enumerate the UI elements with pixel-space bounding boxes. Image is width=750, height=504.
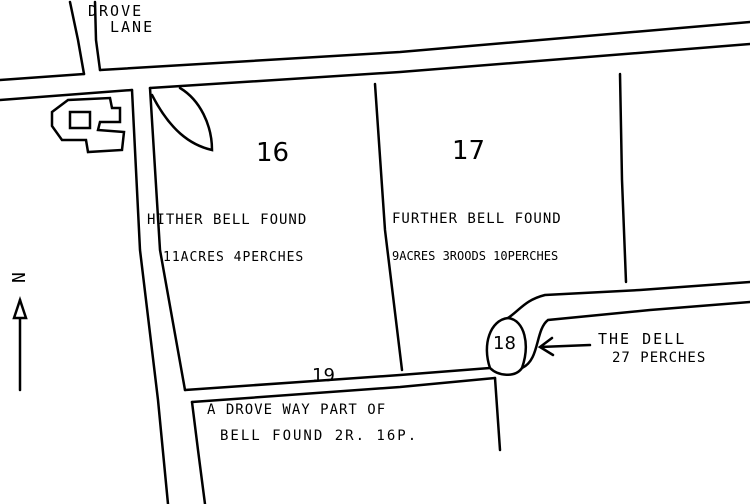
- field-18-area: 27 perches: [612, 350, 707, 366]
- drove-lane-west-edge: [68, 0, 86, 76]
- field-17-number: 17: [452, 136, 486, 166]
- north-label: N: [6, 272, 28, 285]
- road-north-edge: [0, 20, 750, 82]
- drove-lane-label-1: Drove: [88, 2, 144, 20]
- east-lane-north-edge: [506, 280, 750, 320]
- field-east-boundary: [618, 72, 628, 284]
- west-lane-edge-2: [148, 86, 187, 392]
- west-lane-edge-3: [190, 400, 207, 504]
- field-17-area: 9acres 3roods 10perches: [392, 249, 559, 263]
- arrow-to-dell: [537, 336, 592, 357]
- drove-lane-east-edge: [93, 0, 102, 72]
- drove-way-east-edge: [493, 376, 502, 452]
- west-lane-edge-1: [130, 88, 170, 504]
- north-arrow-icon: [12, 296, 28, 392]
- field-19-name-line1: A drove way part of: [207, 402, 387, 418]
- dell-outline: [485, 316, 527, 376]
- drove-lane-label-2: Lane: [110, 18, 155, 36]
- field-18-name: The Dell: [598, 330, 687, 348]
- corner-arc: [150, 86, 214, 152]
- road-south-edge: [0, 42, 750, 102]
- field-19-number: 19: [312, 365, 335, 386]
- east-lane-south-edge: [520, 300, 750, 370]
- drove-way-north-edge: [183, 366, 492, 392]
- field-16-number: 16: [256, 138, 290, 168]
- field-18-number: 18: [493, 333, 516, 354]
- field-16-area: 11acres 4perches: [163, 250, 305, 265]
- drove-way-south-edge: [190, 376, 497, 404]
- field-19-name-line2: Bell Found 2R. 16P.: [220, 428, 419, 444]
- field-divider-16-17: [373, 82, 404, 372]
- field-17-name: Further Bell Found: [392, 211, 562, 227]
- building-outline: [50, 96, 126, 154]
- field-16-name: Hither Bell Found: [147, 212, 308, 228]
